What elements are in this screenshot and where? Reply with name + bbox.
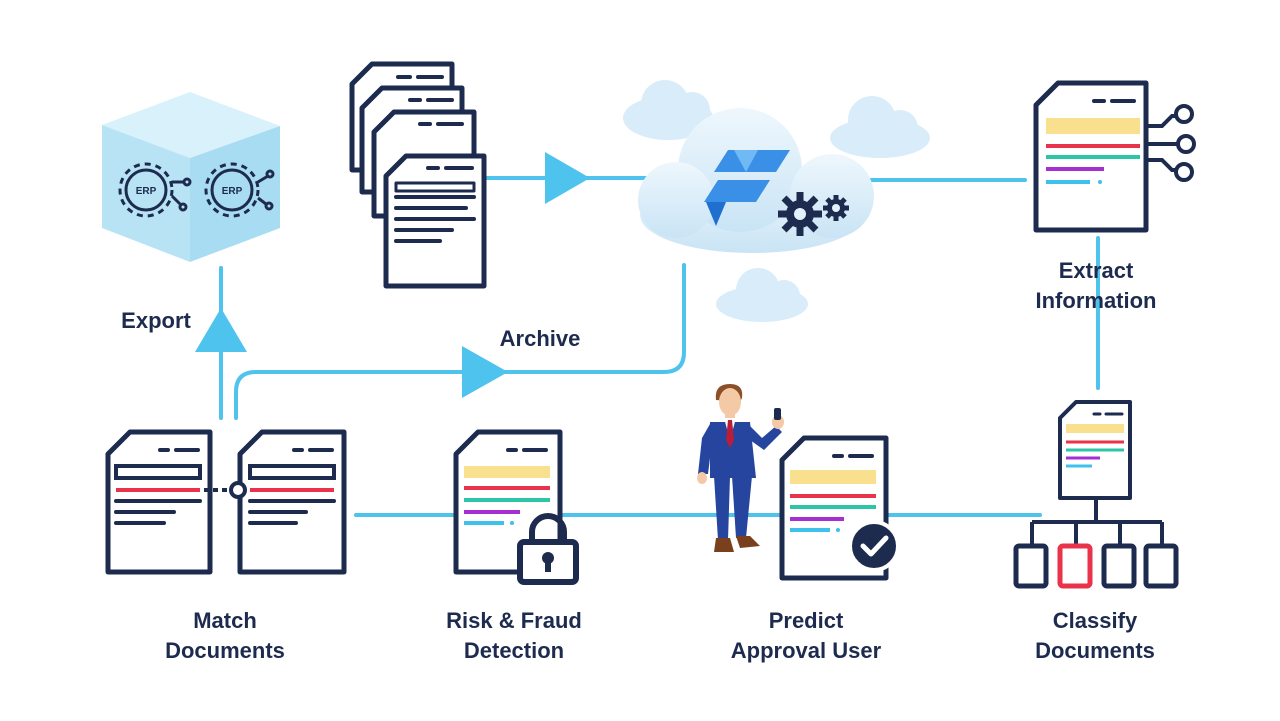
risk-label-line1: Risk & Fraud [446, 608, 582, 633]
export-label-text: Export [121, 308, 191, 333]
classify-label-line1: Classify [1052, 608, 1138, 633]
extract-information-label: Extract Information [1014, 256, 1178, 316]
extract-label-line2: Information [1035, 288, 1157, 313]
erp-text-right: ERP [222, 186, 243, 197]
arrow-archive [462, 346, 508, 398]
cloud-bottom [716, 268, 808, 322]
risk-label-line2: Detection [463, 638, 565, 663]
hierarchy-icon [1013, 500, 1179, 589]
extract-label-line1: Extract [1058, 258, 1134, 283]
predict-label-line2: Approval User [730, 638, 882, 663]
small-clouds [623, 80, 930, 322]
predict-label-line1: Predict [768, 608, 844, 633]
erp-gear-right-icon [204, 162, 275, 218]
risk-fraud-label: Risk & Fraud Detection [426, 606, 602, 666]
match-label-line2: Documents [165, 638, 285, 663]
archive-label-text: Archive [499, 326, 581, 351]
match-document-left-icon [105, 429, 213, 575]
classify-documents-label: Classify Documents [1010, 606, 1180, 666]
export-label: Export [96, 306, 216, 336]
classify-label-line2: Documents [1035, 638, 1155, 663]
erp-gear-left-icon [118, 162, 192, 218]
category-box-2-selected [1057, 543, 1093, 589]
network-nodes-icon [1144, 104, 1196, 182]
lock-icon [517, 513, 579, 585]
link-icon [204, 481, 247, 499]
arrow-to-cloud [545, 152, 590, 204]
extract-document-icon [1033, 80, 1149, 233]
match-document-right-icon [237, 429, 347, 575]
cloud-top-left [623, 80, 713, 140]
document-stack-icon [349, 61, 487, 289]
erp-cube-icon: ERP ERP [102, 92, 280, 262]
checkmark-badge-icon [848, 520, 900, 572]
businessman-icon [697, 384, 784, 552]
archive-line [234, 263, 686, 420]
cloud-top-right [830, 96, 930, 158]
archive-label: Archive [480, 324, 600, 354]
match-label-line1: Match [193, 608, 257, 633]
category-box-4 [1143, 543, 1179, 589]
category-box-3 [1101, 543, 1137, 589]
arrow-export [195, 308, 247, 352]
predict-approval-label: Predict Approval User [706, 606, 906, 666]
classify-document-icon [1058, 400, 1132, 500]
cloud-platform-icon [638, 108, 874, 253]
category-box-1 [1013, 543, 1049, 589]
platform-logo-icon [704, 150, 790, 226]
gear-icon [778, 192, 849, 236]
erp-text-left: ERP [136, 186, 157, 197]
match-documents-label: Match Documents [140, 606, 310, 666]
arrows [195, 152, 590, 398]
